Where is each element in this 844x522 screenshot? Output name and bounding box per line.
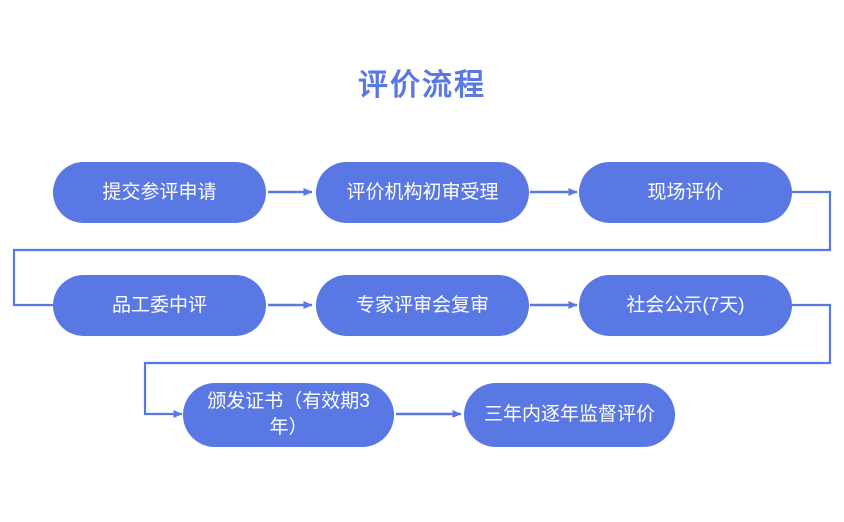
node-agency-initial-review[interactable]: 评价机构初审受理 [316,162,529,223]
node-expert-panel-reexamination[interactable]: 专家评审会复审 [316,275,529,336]
page-title: 评价流程 [358,69,486,102]
node-annual-supervision[interactable]: 三年内逐年监督评价 [464,383,675,447]
node-committee-midterm-review[interactable]: 品工委中评 [53,275,266,336]
node-public-announcement[interactable]: 社会公示(7天) [579,275,792,336]
node-issue-certificate[interactable]: 颁发证书（有效期3年） [183,383,394,447]
node-onsite-evaluation[interactable]: 现场评价 [579,162,792,223]
node-submit-application[interactable]: 提交参评申请 [53,162,266,223]
